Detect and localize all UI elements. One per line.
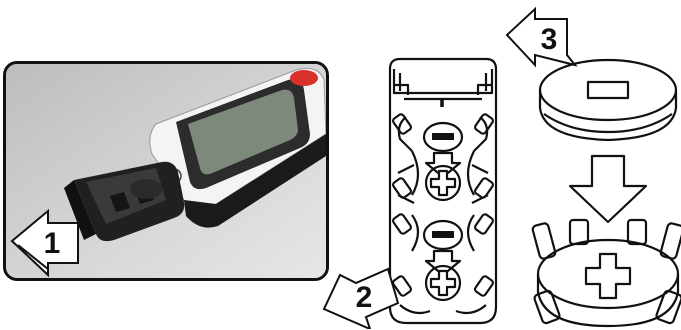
step-3-number: 3 [541,23,558,56]
coin-battery-diagram [530,52,681,330]
minus-symbol [588,82,628,98]
plus-symbol [431,171,455,195]
arrow-down-icon [570,156,646,222]
plus-symbol [586,254,630,298]
battery-holder [532,220,681,326]
step-2-number: 2 [356,281,373,314]
step-2-callout: 2 [320,263,402,329]
red-button [290,70,318,86]
battery-slot-lower [392,213,494,313]
plus-symbol [431,271,455,295]
step-3-callout: 3 [505,5,585,77]
step-1-number: 1 [44,227,61,260]
battery-slot-upper [392,113,494,203]
step-1-callout: 1 [8,205,88,281]
